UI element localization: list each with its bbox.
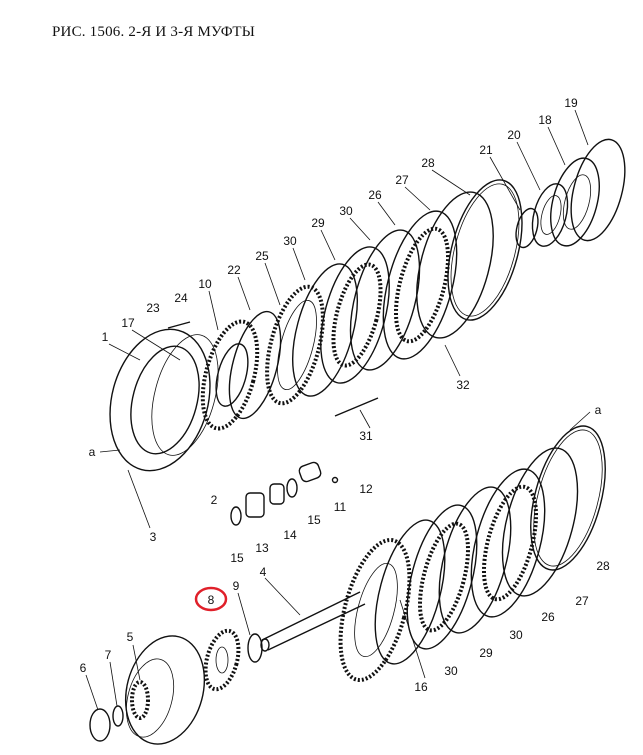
part-label: 3 — [150, 530, 157, 544]
part-label: 4 — [260, 565, 267, 579]
part-label-highlighted: 8 — [208, 593, 215, 607]
gear-part-16 — [338, 538, 412, 682]
part-label: 9 — [233, 579, 240, 593]
part-label: 23 — [146, 301, 160, 315]
pin-part-31 — [334, 397, 379, 417]
part-label: a — [89, 445, 96, 459]
part-label: 27 — [395, 173, 409, 187]
bolt-part-23 — [167, 321, 191, 329]
gear-part-8 — [203, 628, 241, 692]
upper-part-labels: 19 18 20 21 28 27 26 30 29 30 25 22 10 2… — [89, 96, 578, 565]
part-label: 20 — [507, 128, 521, 142]
ring-part-28b — [530, 425, 606, 571]
disc-part-29b — [406, 504, 478, 650]
part-label: 26 — [368, 188, 382, 202]
ring-part-28 — [447, 179, 523, 321]
ball-part-12 — [331, 476, 339, 484]
part-label: 30 — [283, 234, 297, 248]
part-label: 14 — [283, 528, 297, 542]
highlight-circle — [194, 586, 228, 612]
figure-title: РИС. 1506. 2-Я И 3-Я МУФТЫ — [52, 24, 256, 40]
disc-part-25 — [265, 284, 325, 406]
part-label: 18 — [538, 113, 552, 127]
part-label: 29 — [311, 216, 325, 230]
lower-clutch-assembly — [89, 425, 606, 745]
disc-part-26b — [470, 468, 546, 618]
ring-part-21 — [515, 207, 539, 249]
disc-part-26 — [382, 210, 458, 360]
disc-part-30d — [438, 486, 512, 634]
part-label: 15 — [230, 551, 244, 565]
part-label: 25 — [255, 249, 269, 263]
part-label: 31 — [359, 429, 373, 443]
part-label: a — [595, 403, 602, 417]
part-label: 6 — [80, 661, 87, 675]
part-label: 16 — [414, 680, 428, 694]
housing-part-1 — [109, 328, 219, 472]
part-label: 26 — [541, 610, 555, 624]
part-label: 30 — [339, 204, 353, 218]
ring-part-9 — [247, 633, 263, 663]
part-label: 24 — [174, 291, 188, 305]
part-label: 28 — [596, 559, 610, 573]
part-label: 30 — [444, 664, 458, 678]
part-label: 22 — [227, 263, 241, 277]
part-label: 28 — [421, 156, 435, 170]
upper-clutch-assembly — [109, 138, 626, 526]
part-label: 29 — [479, 646, 493, 660]
carrier-part-5 — [124, 635, 206, 745]
disc-part-29 — [320, 246, 390, 384]
part-label: 5 — [127, 630, 134, 644]
part-label: 13 — [255, 541, 269, 555]
part-label: 1 — [102, 330, 109, 344]
leader-lines — [85, 109, 591, 711]
roller-part-14 — [269, 483, 285, 505]
part-label: 32 — [456, 378, 470, 392]
disc-part-27 — [416, 191, 494, 339]
piston-part-18 — [550, 157, 600, 247]
ring-part-7 — [112, 705, 124, 727]
ring-part-15a — [230, 506, 242, 526]
roller-part-11 — [298, 461, 322, 483]
disc-part-27b — [501, 447, 579, 597]
part-label: 7 — [105, 648, 112, 662]
part-label: 21 — [479, 143, 493, 157]
part-label: 19 — [564, 96, 578, 110]
part-label: 17 — [121, 316, 135, 330]
disc-part-30a — [292, 263, 358, 397]
part-label: 15 — [307, 513, 321, 527]
roller-part-13 — [245, 492, 265, 518]
disc-part-30b — [349, 229, 421, 371]
ring-part-15b — [286, 478, 298, 498]
part-label: 12 — [359, 482, 373, 496]
gear-part-10 — [200, 319, 260, 431]
lower-part-labels: a 28 27 26 30 29 30 16 4 9 8 5 7 6 — [80, 403, 610, 694]
shaft-part-4 — [260, 591, 366, 652]
seal-part-19 — [570, 138, 626, 242]
disc-part-30c — [374, 519, 446, 665]
part-label: 11 — [334, 500, 347, 514]
part-label: 2 — [211, 493, 218, 507]
gear-part-22 — [228, 310, 282, 420]
part-label: 27 — [575, 594, 589, 608]
part-label: 30 — [509, 628, 523, 642]
ring-part-6 — [89, 708, 111, 742]
part-label: 10 — [198, 277, 212, 291]
